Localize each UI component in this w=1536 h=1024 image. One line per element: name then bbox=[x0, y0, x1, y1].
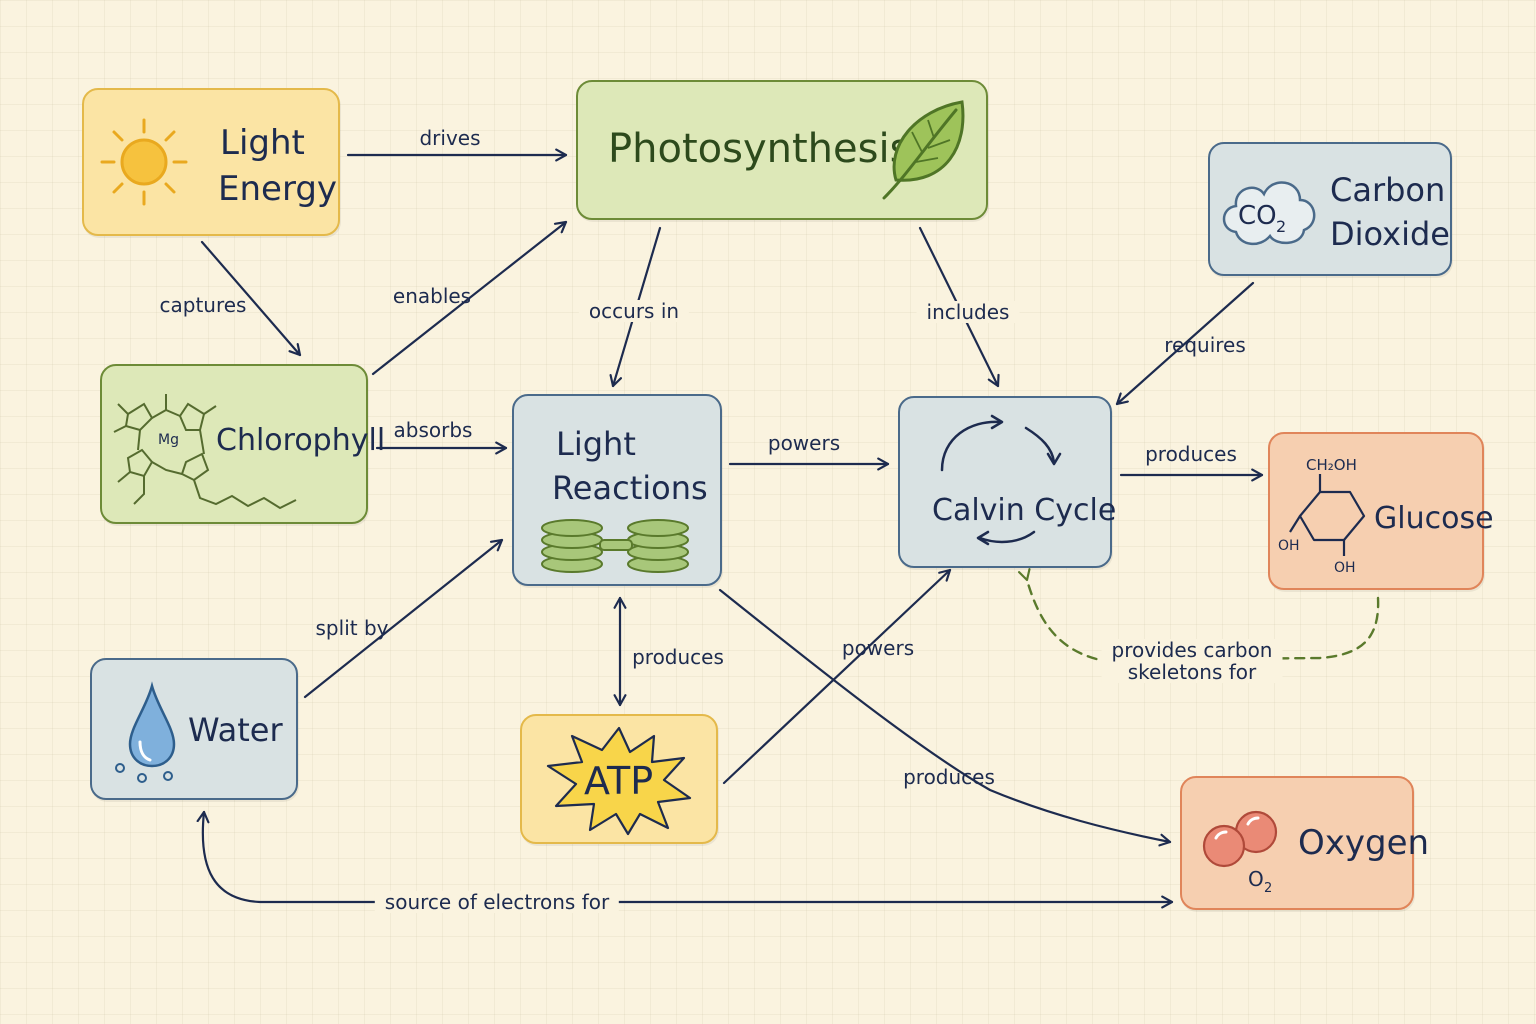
glucose-oh-bottom: OH bbox=[1334, 560, 1356, 576]
node-calvin-cycle: Calvin Cycle bbox=[898, 396, 1116, 568]
co2-cloud-icon: CO 2 bbox=[1222, 181, 1316, 245]
edge-label-occurs-in: occurs in bbox=[578, 300, 690, 322]
node-oxygen: O 2 Oxygen bbox=[1180, 776, 1429, 910]
node-light-reactions: Light Reactions bbox=[512, 394, 722, 586]
node-chlorophyll: Mg Chlorophyll bbox=[100, 364, 385, 524]
glucose-ring-icon: CH₂OH OH OH bbox=[1278, 456, 1366, 576]
o2-subscript: 2 bbox=[1264, 881, 1272, 896]
node-title: Water bbox=[188, 711, 283, 749]
edge-source-of-electrons bbox=[196, 810, 1174, 909]
node-title: Carbon bbox=[1330, 171, 1446, 209]
chlorophyll-molecule-icon: Mg bbox=[113, 394, 297, 510]
node-title: Chlorophyll bbox=[216, 423, 386, 458]
edge-label-enables: enables bbox=[392, 284, 472, 308]
node-light-energy: Light Energy bbox=[82, 88, 340, 236]
edge-label-captures: captures bbox=[159, 293, 247, 317]
edge-label-source-of-electrons: source of electrons for bbox=[374, 891, 620, 913]
co2-formula: CO bbox=[1238, 201, 1277, 231]
edge-label-requires: requires bbox=[1164, 333, 1246, 357]
edge-split-by bbox=[303, 538, 504, 699]
edge-label-produces-glucose: produces bbox=[1145, 442, 1237, 466]
cycle-arrows-icon bbox=[940, 414, 1062, 546]
edge-label-line: provides carbon bbox=[1111, 638, 1273, 662]
sun-icon bbox=[100, 118, 188, 206]
co2-subscript: 2 bbox=[1276, 217, 1286, 236]
leaf-icon bbox=[882, 100, 965, 200]
edge-label-produces-oxygen: produces bbox=[903, 765, 995, 789]
edge-powers-atp-calvin bbox=[722, 568, 952, 785]
edge-produces-lr-oxygen bbox=[718, 588, 1172, 847]
node-title: Light bbox=[556, 425, 636, 463]
o2-molecule-icon: O 2 bbox=[1202, 810, 1278, 896]
edge-label-line: skeletons for bbox=[1127, 660, 1257, 684]
edge-label-provides-carbon-skeletons: provides carbon skeletons for bbox=[1101, 638, 1283, 684]
magnesium-label: Mg bbox=[158, 432, 179, 448]
edge-enables bbox=[371, 220, 568, 376]
node-title: Light bbox=[220, 123, 305, 163]
edge-captures bbox=[200, 240, 302, 357]
node-title: Energy bbox=[218, 169, 338, 209]
edge-label-produces-atp: produces bbox=[632, 645, 724, 669]
starburst-icon bbox=[546, 726, 692, 836]
node-title: Reactions bbox=[552, 469, 708, 507]
edge-label-powers: powers bbox=[767, 431, 841, 455]
node-photosynthesis: Photosynthesis bbox=[576, 80, 988, 220]
o2-formula: O bbox=[1248, 867, 1264, 891]
node-carbon-dioxide: CO 2 Carbon Dioxide bbox=[1208, 142, 1452, 276]
edge-label-split-by: split by bbox=[315, 616, 389, 640]
node-glucose: CH₂OH OH OH Glucose bbox=[1268, 432, 1494, 590]
node-title: Photosynthesis bbox=[608, 126, 911, 172]
water-drop-icon bbox=[115, 681, 176, 783]
node-title: Calvin Cycle bbox=[932, 493, 1117, 528]
edge-label-powers-atp: powers bbox=[841, 636, 915, 660]
node-title: Glucose bbox=[1374, 501, 1494, 536]
edge-requires bbox=[1115, 281, 1255, 406]
node-water: Water bbox=[90, 658, 298, 800]
node-title: ATP bbox=[584, 759, 654, 803]
node-title: Dioxide bbox=[1330, 215, 1450, 253]
edge-provides-carbon-skeletons bbox=[1018, 568, 1380, 662]
edge-label-drives: drives bbox=[419, 126, 481, 150]
node-title: Oxygen bbox=[1298, 823, 1430, 863]
glucose-oh-left: OH bbox=[1278, 538, 1300, 554]
thylakoid-stack-icon bbox=[541, 519, 689, 573]
edge-label-absorbs: absorbs bbox=[393, 418, 473, 442]
glucose-ch2oh: CH₂OH bbox=[1306, 456, 1357, 474]
edge-label-includes: includes bbox=[916, 301, 1020, 323]
node-atp: ATP bbox=[520, 714, 718, 844]
